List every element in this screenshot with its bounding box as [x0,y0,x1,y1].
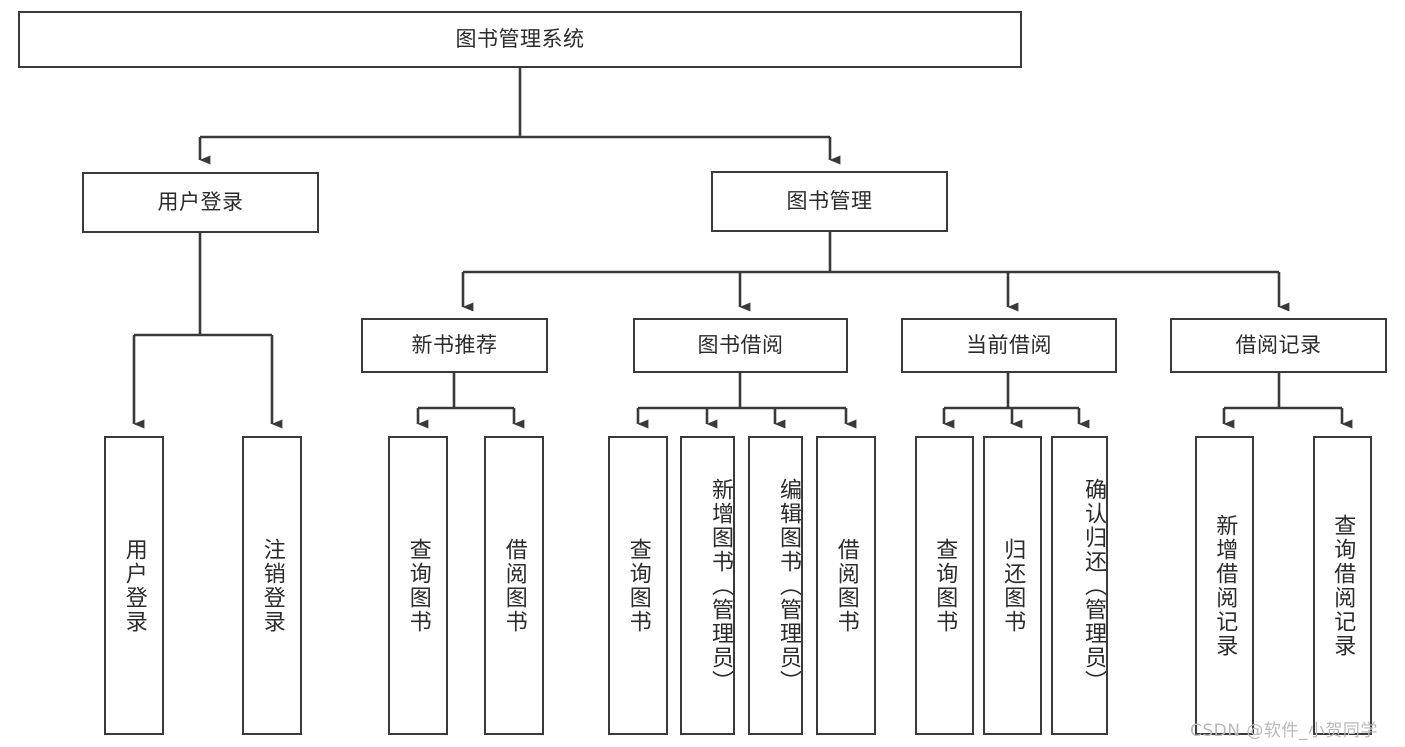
node-leaf-edit-book-admin[interactable]: 编辑图书（管理员） [748,436,803,735]
node-leaf-logout-login[interactable]: 注销登录 [242,436,302,735]
node-leaf-confirm-return-admin[interactable]: 确认归还（管理员） [1051,436,1108,735]
node-leaf-borrow-book-2[interactable]: 借阅图书 [816,436,876,735]
node-leaf-add-book-admin[interactable]: 新增图书（管理员） [680,436,735,735]
node-current-borrow[interactable]: 当前借阅 [901,318,1117,373]
node-book-manage[interactable]: 图书管理 [711,171,948,232]
node-leaf-user-login[interactable]: 用户登录 [104,436,164,735]
node-leaf-query-book-2[interactable]: 查询图书 [608,436,668,735]
node-book-borrow[interactable]: 图书借阅 [633,318,848,373]
node-new-book-recommend[interactable]: 新书推荐 [361,318,548,373]
node-leaf-query-book-1[interactable]: 查询图书 [388,436,448,735]
node-leaf-add-borrow-record[interactable]: 新增借阅记录 [1195,436,1254,735]
node-root[interactable]: 图书管理系统 [18,11,1022,68]
csdn-watermark: CSDN @软件_小贺同学 [1190,721,1378,741]
node-leaf-query-borrow-record[interactable]: 查询借阅记录 [1313,436,1372,735]
node-leaf-borrow-book-1[interactable]: 借阅图书 [484,436,544,735]
node-user-login[interactable]: 用户登录 [82,172,319,233]
node-leaf-query-book-3[interactable]: 查询图书 [915,436,974,735]
node-leaf-return-book[interactable]: 归还图书 [983,436,1042,735]
node-borrow-record[interactable]: 借阅记录 [1170,318,1387,373]
